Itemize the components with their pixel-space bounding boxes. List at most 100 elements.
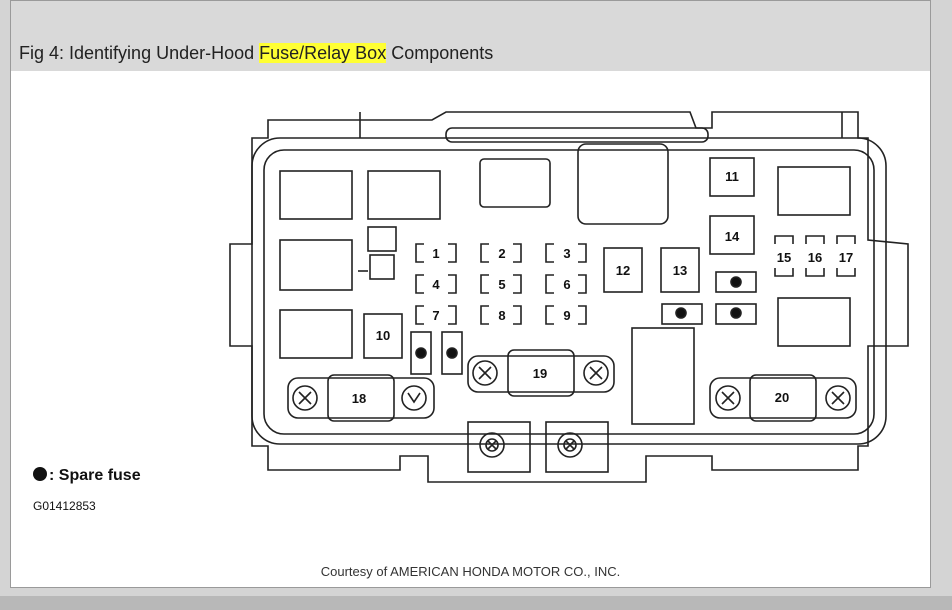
- spare-slot-e: [715, 303, 757, 325]
- terminal-bolt-icon: [479, 432, 505, 458]
- fuse-label-17: 17: [839, 250, 853, 265]
- spare-fuse-dot-4: [675, 307, 687, 319]
- upper-shelf: [445, 127, 709, 143]
- fuse-label-15: 15: [777, 250, 791, 265]
- fuse-box-14: [709, 215, 755, 255]
- housing-inner-rim-2: [263, 149, 875, 435]
- terminal-right: [545, 421, 609, 473]
- bolt-icon: [292, 385, 318, 411]
- mini-fuse-bracket-4: [415, 274, 457, 294]
- fuse-label-7: 7: [432, 308, 439, 323]
- bolt-icon-x: [589, 366, 603, 380]
- spare-fuse-legend: : Spare fuse: [33, 467, 141, 485]
- mini-fuse-bracket-5: [480, 274, 522, 294]
- page-title: Fig 4: Identifying Under-Hood Fuse/Relay…: [19, 43, 493, 64]
- title-suffix: Components: [386, 43, 494, 63]
- fuse-label-11: 11: [725, 169, 739, 184]
- terminal-left: [467, 421, 531, 473]
- mini-fuse-bracket-9: [545, 305, 587, 325]
- spare-slot-d: [661, 303, 703, 325]
- fuse-box-10: [363, 313, 403, 359]
- fuse-label-14: 14: [725, 229, 740, 244]
- mini-fuse-bracket-1: [415, 243, 457, 263]
- fuse-label-13: 13: [673, 263, 687, 278]
- mini-fuse-bracket-2: [480, 243, 522, 263]
- fuse-label-1: 1: [432, 246, 439, 261]
- title-highlight: Fuse/Relay Box: [259, 43, 387, 63]
- terminal-bolt-icon: [485, 438, 499, 452]
- relay-block-b: [367, 170, 441, 220]
- fuse-label-6: 6: [563, 277, 570, 292]
- relay-block-a: [279, 170, 353, 220]
- mini-fuse-group: [415, 235, 856, 325]
- bolt-icon-x: [831, 391, 845, 405]
- fuse-label-20: 20: [775, 390, 789, 405]
- bolt-fuse-18-frame: [287, 377, 435, 419]
- small-connector: [367, 226, 397, 252]
- terminal-bolt-x: [565, 440, 575, 450]
- mini-fuse-vertical-bracket-15: [774, 235, 794, 277]
- credit-line: Courtesy of AMERICAN HONDA MOTOR CO., IN…: [320, 564, 621, 579]
- terminal-bolt-icon: [563, 438, 577, 452]
- spare-fuse-dot-1: [415, 347, 427, 359]
- bolt-fuse-18-body: [327, 374, 395, 422]
- fuse-label-8: 8: [498, 308, 505, 323]
- fuse-label-12: 12: [616, 263, 630, 278]
- fuse-label-16: 16: [808, 250, 822, 265]
- housing-outline: [229, 111, 909, 483]
- page-frame: Fig 4: Identifying Under-Hood Fuse/Relay…: [10, 0, 931, 588]
- fuse-box-11: [709, 157, 755, 197]
- mini-fuse-vertical-bracket-17: [836, 235, 856, 277]
- mini-fuse-bracket-6: [545, 274, 587, 294]
- bolt-fuse-20-body: [749, 374, 817, 422]
- small-connector-base: [369, 254, 395, 280]
- bolt-icon-v: [407, 392, 421, 404]
- fuse-label-10: 10: [376, 328, 390, 343]
- figure-code: G01412853: [33, 499, 96, 513]
- fuse-box-12: [603, 247, 643, 293]
- legend-label: : Spare fuse: [49, 467, 141, 484]
- mini-fuse-bracket-8: [480, 305, 522, 325]
- fuse-label-4: 4: [432, 277, 440, 292]
- fuse-label-19: 19: [533, 366, 547, 381]
- mini-fuse-bracket-7: [415, 305, 457, 325]
- bolt-fuse-19-body: [507, 349, 575, 397]
- spare-fuse-dot-3: [730, 276, 742, 288]
- title-prefix: Fig 4: Identifying Under-Hood: [19, 43, 260, 63]
- mini-fuse-vertical-bracket-16: [805, 235, 825, 277]
- bolt-icon-x: [298, 391, 312, 405]
- fuse-label-3: 3: [563, 246, 570, 261]
- filled-circle-icon: [33, 467, 47, 481]
- relay-block-g: [777, 166, 851, 216]
- bolt-icon: [401, 385, 427, 411]
- bolt-icon: [472, 360, 498, 386]
- fuse-labels: 1 2 3 4 5 6 7 8 9 10 11 12 13 14 15 16 1…: [352, 169, 853, 406]
- terminal-bolt-x: [487, 440, 497, 450]
- fuse-label-9: 9: [563, 308, 570, 323]
- title-bar: Fig 4: Identifying Under-Hood Fuse/Relay…: [11, 1, 930, 71]
- relay-block-c: [479, 158, 551, 208]
- relay-block-d: [577, 143, 669, 225]
- spare-slot-c: [715, 271, 757, 293]
- spare-slot-a: [410, 331, 432, 375]
- spare-slot-b: [441, 331, 463, 375]
- fuse-box-13: [660, 247, 700, 293]
- fuse-label-5: 5: [498, 277, 505, 292]
- mini-fuse-bracket-3: [545, 243, 587, 263]
- connector-block: [631, 327, 695, 425]
- spare-fuse-dot-5: [730, 307, 742, 319]
- terminal-bolt-icon: [557, 432, 583, 458]
- fuse-label-18: 18: [352, 391, 366, 406]
- bolt-fuse-20-frame: [709, 377, 857, 419]
- spare-fuse-dot-2: [446, 347, 458, 359]
- relay-block-f: [279, 309, 353, 359]
- bottom-bar: [0, 596, 952, 610]
- bolt-icon-x: [721, 391, 735, 405]
- bolt-icon: [583, 360, 609, 386]
- bolt-icon-x: [478, 366, 492, 380]
- bolt-icon: [715, 385, 741, 411]
- bolt-fuse-19-frame: [467, 355, 615, 393]
- relay-block-h: [777, 297, 851, 347]
- relay-block-e: [279, 239, 353, 291]
